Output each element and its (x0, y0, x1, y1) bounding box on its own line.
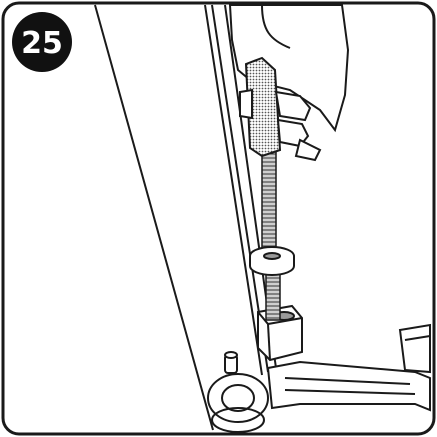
step-number-badge: 25 (12, 12, 72, 72)
step-number: 25 (21, 26, 63, 61)
knob (207, 351, 269, 433)
washer (249, 246, 295, 276)
hand-holding-tool (228, 4, 350, 162)
base-foot (266, 323, 431, 412)
frame-leg (94, 4, 277, 431)
